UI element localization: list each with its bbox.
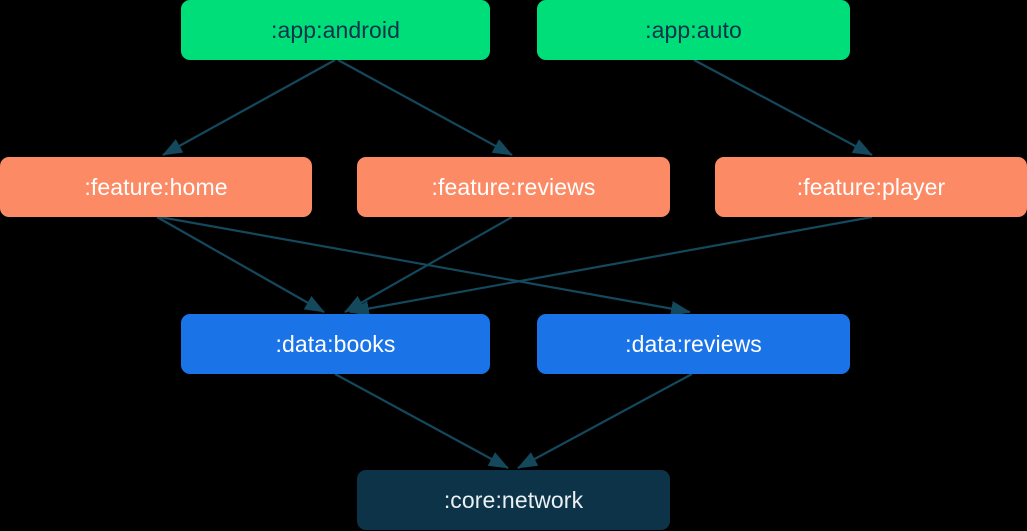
node-feature-reviews[interactable]: :feature:reviews xyxy=(357,157,670,217)
edge-feature-reviews-to-data-books xyxy=(344,216,513,313)
node-feature-home[interactable]: :feature:home xyxy=(0,157,312,217)
edge-feature-home-to-data-reviews xyxy=(159,215,691,317)
node-app-android[interactable]: :app:android xyxy=(181,0,490,60)
edge-feature-player-to-data-books xyxy=(349,215,873,317)
node-label: :feature:reviews xyxy=(431,173,596,200)
node-label: :feature:home xyxy=(84,173,228,200)
node-feature-player[interactable]: :feature:player xyxy=(715,157,1027,217)
edge-feature-home-to-data-books xyxy=(156,216,325,313)
node-label: :app:android xyxy=(270,16,401,43)
edge-app-android-to-feature-reviews xyxy=(337,59,513,156)
node-label: :app:auto xyxy=(645,16,742,43)
node-label: :core:network xyxy=(443,486,584,513)
node-app-auto[interactable]: :app:auto xyxy=(537,0,850,60)
edge-app-auto-to-feature-player xyxy=(693,59,873,156)
node-core-network[interactable]: :core:network xyxy=(357,470,670,530)
edge-data-books-to-core-network xyxy=(334,373,509,469)
edge-app-android-to-feature-home xyxy=(162,59,336,156)
node-data-books[interactable]: :data:books xyxy=(181,314,490,374)
node-label: :data:books xyxy=(275,330,396,357)
edge-data-reviews-to-core-network xyxy=(517,373,693,469)
node-label: :data:reviews xyxy=(625,330,762,357)
node-data-reviews[interactable]: :data:reviews xyxy=(537,314,850,374)
node-label: :feature:player xyxy=(796,173,946,200)
